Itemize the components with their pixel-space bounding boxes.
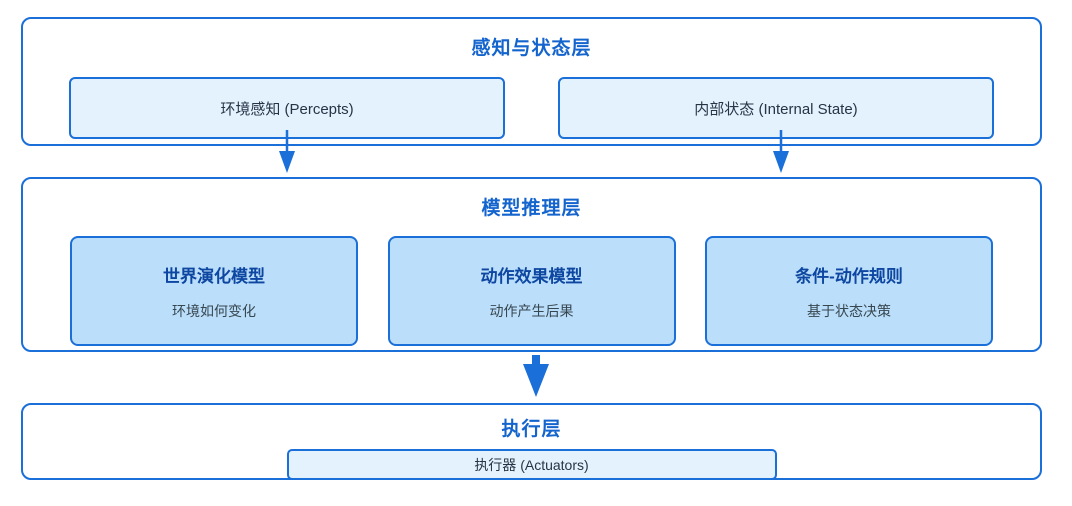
model-reasoning-layer: 模型推理层 世界演化模型 环境如何变化 动作效果模型 动作产生后果 条件-动作规… bbox=[21, 177, 1042, 352]
action-effect-model-title: 动作效果模型 bbox=[480, 267, 583, 286]
percepts-box: 环境感知 (Percepts) bbox=[69, 77, 505, 139]
down-arrow-large-icon bbox=[520, 355, 552, 399]
perception-layer-title: 感知与状态层 bbox=[471, 38, 592, 59]
actuators-box: 执行器 (Actuators) bbox=[286, 449, 777, 480]
condition-action-rules-title: 条件-动作规则 bbox=[795, 267, 903, 286]
perception-state-layer: 感知与状态层 环境感知 (Percepts) 内部状态 (Internal St… bbox=[21, 17, 1042, 146]
execution-layer-title: 执行层 bbox=[501, 419, 562, 440]
perception-boxes-row: 环境感知 (Percepts) 内部状态 (Internal State) bbox=[23, 77, 1040, 139]
reasoning-cards-row: 世界演化模型 环境如何变化 动作效果模型 动作产生后果 条件-动作规则 基于状态… bbox=[23, 236, 1040, 346]
condition-action-rules-card: 条件-动作规则 基于状态决策 bbox=[705, 236, 993, 346]
reasoning-layer-title: 模型推理层 bbox=[481, 198, 582, 219]
percepts-box-label: 环境感知 (Percepts) bbox=[220, 100, 354, 118]
world-evolution-model-subtitle: 环境如何变化 bbox=[172, 303, 256, 319]
internal-state-box-label: 内部状态 (Internal State) bbox=[694, 100, 858, 118]
actuators-box-label: 执行器 (Actuators) bbox=[474, 456, 589, 473]
down-arrow-icon bbox=[277, 130, 297, 174]
execution-layer: 执行层 执行器 (Actuators) bbox=[21, 403, 1042, 480]
down-arrow-icon bbox=[771, 130, 791, 174]
action-effect-model-card: 动作效果模型 动作产生后果 bbox=[387, 236, 676, 346]
world-evolution-model-title: 世界演化模型 bbox=[163, 267, 265, 286]
action-effect-model-subtitle: 动作产生后果 bbox=[489, 303, 574, 319]
actuators-row: 执行器 (Actuators) bbox=[23, 449, 1040, 480]
world-evolution-model-card: 世界演化模型 环境如何变化 bbox=[70, 236, 358, 346]
condition-action-rules-subtitle: 基于状态决策 bbox=[807, 303, 891, 319]
internal-state-box: 内部状态 (Internal State) bbox=[558, 77, 994, 139]
